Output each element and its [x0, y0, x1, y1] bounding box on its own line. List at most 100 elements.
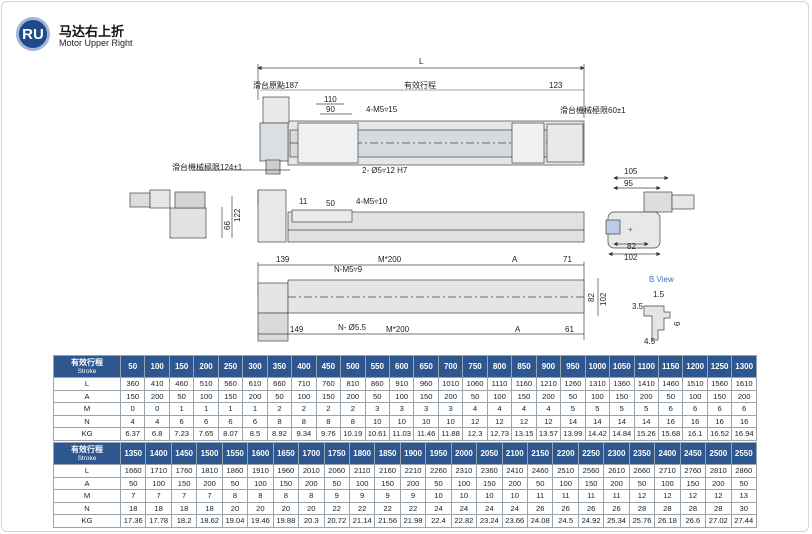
table-cell: 11	[526, 489, 554, 503]
table-cell: 5	[609, 402, 635, 416]
row-label: N	[53, 414, 121, 428]
label-6: 6	[673, 321, 682, 326]
stroke-value: 600	[388, 355, 415, 378]
table-cell: 11.88	[437, 427, 464, 441]
table-cell: 26	[526, 501, 554, 515]
table-cell: 200	[633, 389, 659, 403]
table-cell: 11	[577, 489, 605, 503]
label-61: 61	[565, 325, 574, 334]
ru-badge: RU	[16, 17, 50, 51]
table-cell: 25.34	[603, 514, 630, 528]
table-cell: 18	[119, 501, 147, 515]
table-cell: 150	[577, 476, 605, 490]
table-cell: 2	[266, 402, 293, 416]
stroke-header-subtitle: Stroke	[77, 367, 97, 375]
table-cell: 2710	[654, 464, 681, 478]
table-cell: 15.68	[657, 427, 684, 441]
stroke-value: 2300	[603, 442, 630, 465]
table-cell: 200	[501, 476, 529, 490]
stroke-value: 1250	[706, 355, 733, 378]
label-11: 11	[299, 197, 308, 206]
label-plus: +	[628, 225, 633, 234]
table-cell: 12	[705, 489, 732, 503]
label-m5-15: 4-M5▿15	[366, 105, 398, 114]
table-cell: 20.3	[298, 514, 325, 528]
stroke-value: 2100	[501, 442, 529, 465]
stroke-value: 900	[535, 355, 562, 378]
stroke-value: 1550	[221, 442, 249, 465]
table-cell: 8	[315, 414, 342, 428]
table-cell: 1560	[706, 377, 733, 391]
table-cell: 2410	[501, 464, 529, 478]
table-cell: 100	[682, 389, 708, 403]
table-cell: 8.07	[217, 427, 244, 441]
table-cell: 4	[144, 414, 170, 428]
row-label: M	[53, 402, 121, 416]
table-cell: 11.03	[388, 427, 415, 441]
table-cell: 19.46	[247, 514, 274, 528]
table-cell: 6	[731, 402, 757, 416]
table-cell: 10	[437, 414, 464, 428]
table-cell: 1	[168, 402, 195, 416]
table-cell: 17.36	[119, 514, 147, 528]
row-label: KG	[53, 427, 121, 441]
table-cell: 8	[247, 489, 274, 503]
table-cell: 13.99	[560, 427, 586, 441]
table-cell: 28	[654, 501, 681, 515]
table-cell: 200	[603, 476, 630, 490]
table-cell: 3	[388, 402, 415, 416]
table-cell: 4	[486, 402, 513, 416]
table-cell: 26	[603, 501, 630, 515]
table-cell: 100	[450, 476, 478, 490]
row-label: KG	[53, 514, 121, 528]
table-cell: 12	[535, 414, 562, 428]
table-cell: 6	[217, 414, 244, 428]
stroke-value: 1950	[425, 442, 452, 465]
table-cell: 2	[340, 402, 366, 416]
table-cell: 1610	[731, 377, 757, 391]
table-cell: 11.46	[413, 427, 439, 441]
table-cell: 610	[242, 377, 268, 391]
label-102-bottom: 102	[599, 292, 608, 306]
table-cell: 2460	[526, 464, 554, 478]
label-90: 90	[326, 105, 335, 114]
row-label: L	[53, 377, 121, 391]
label-139: 139	[276, 255, 290, 264]
b-view-profile	[643, 305, 671, 341]
table-cell: 16	[657, 414, 684, 428]
stroke-value: 250	[217, 355, 244, 378]
table-cell: 28	[705, 501, 732, 515]
table-cell: 2610	[603, 464, 630, 478]
label-71: 71	[563, 255, 572, 264]
table-cell: 2510	[552, 464, 579, 478]
stroke-value: 150	[168, 355, 195, 378]
table-cell: 8.92	[266, 427, 293, 441]
table-cell: 200	[437, 389, 464, 403]
table-cell: 30	[730, 501, 757, 515]
stroke-value: 50	[119, 355, 146, 378]
stroke-value: 850	[511, 355, 537, 378]
stroke-value: 100	[144, 355, 170, 378]
table-cell: 10	[364, 414, 390, 428]
table-cell: 200	[196, 476, 223, 490]
table-cell: 200	[731, 389, 757, 403]
table-cell: 13.15	[511, 427, 537, 441]
table-cell: 8	[298, 489, 325, 503]
table-cell: 150	[609, 389, 635, 403]
table-cell: 12	[679, 489, 707, 503]
row-label: M	[53, 489, 121, 503]
row-label: L	[53, 464, 121, 478]
table-cell: 20	[247, 501, 274, 515]
row-label: A	[53, 476, 121, 490]
stroke-header-title: 有效行程	[71, 444, 103, 454]
table-cell: 3	[413, 402, 439, 416]
table-cell: 14	[560, 414, 586, 428]
table-cell: 50	[425, 476, 452, 490]
table-cell: 1910	[247, 464, 274, 478]
table-cell: 660	[266, 377, 293, 391]
